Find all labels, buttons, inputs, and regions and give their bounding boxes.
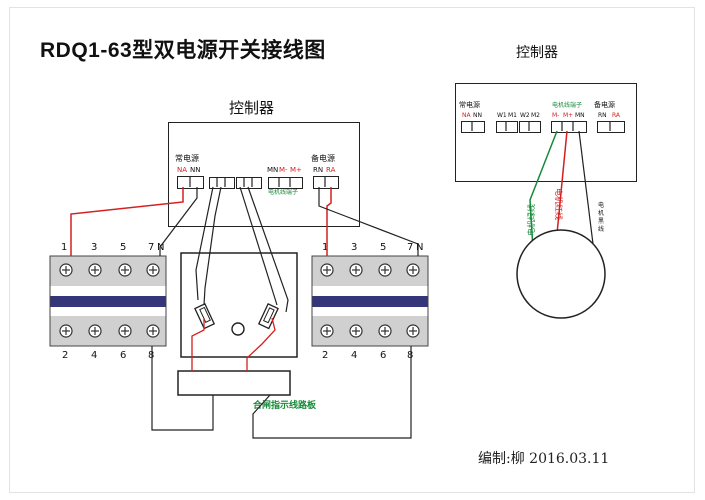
right-w-terminal-block-2 — [519, 121, 541, 133]
diagram-title: RDQ1-63型双电源开关接线图 — [40, 39, 326, 62]
right-main-power-terminal — [461, 121, 485, 133]
footer-signature: 编制:柳 2016.03.11 — [478, 451, 610, 467]
breaker-left-bottom-8: 8 — [148, 350, 155, 361]
right-na-label: NA — [462, 112, 471, 119]
breaker-right-top-3: 3 — [351, 242, 358, 253]
right-w-terminal-block-1 — [496, 121, 518, 133]
breaker-right-bottom-8: 8 — [407, 350, 414, 361]
switch-backup-label: (2备用) — [257, 344, 285, 353]
left-main-power-label: 常电源 — [175, 154, 199, 163]
left-backup-power-label: 备电源 — [311, 154, 335, 163]
breaker-left-top-1: 1 — [61, 242, 68, 253]
breaker-left-top-5: 5 — [120, 242, 127, 253]
right-m-minus-label: M- — [552, 112, 560, 119]
left-ra-label: RA — [326, 166, 336, 174]
right-rn-label: RN — [598, 112, 607, 119]
wire-label-black: 电机黑线 — [598, 202, 605, 233]
right-backup-power-label: 备电源 — [594, 101, 615, 109]
breaker-right-top-5: 5 — [380, 242, 387, 253]
breaker-right-top-n: N — [416, 242, 424, 253]
indicator-terminal-3: 3 — [241, 381, 248, 394]
right-controller-title: 控制器 — [516, 45, 558, 61]
right-mn-label: MN — [575, 112, 585, 119]
breaker-left-top-n: N — [157, 242, 165, 253]
right-m1-label: M1 — [508, 112, 517, 119]
left-motor-terminal-block — [268, 177, 303, 189]
right-nn-label: NN — [473, 112, 482, 119]
indicator-terminal-1: 1 — [188, 381, 195, 394]
right-w2-label: W2 — [520, 112, 530, 119]
left-m-minus-label: M- — [279, 166, 288, 174]
indicator-terminal-2: 2 — [217, 381, 224, 394]
indicator-terminal-4: 4 — [267, 381, 274, 394]
breaker-left-bottom-2: 2 — [62, 350, 69, 361]
right-motor-terminal-block — [551, 121, 587, 133]
wire-label-red: 电机红线 — [554, 188, 563, 220]
right-backup-power-terminal — [597, 121, 625, 133]
left-mn-label: MN — [267, 166, 279, 174]
wire-label-green: 电机绿线 — [527, 204, 536, 236]
left-m-plus-label: M+ — [290, 166, 302, 174]
breaker-left-bottom-6: 6 — [120, 350, 127, 361]
right-main-power-label: 常电源 — [459, 101, 480, 109]
drawing-frame — [9, 7, 695, 493]
left-switch-terminal-block-1 — [209, 177, 235, 189]
left-rn-label: RN — [313, 166, 324, 174]
indicator-board-label: 合闸指示线路板 — [253, 401, 317, 411]
breaker-right-bottom-4: 4 — [351, 350, 358, 361]
right-motor-terminal-label: 电机线端子 — [552, 102, 583, 109]
breaker-right-bottom-2: 2 — [322, 350, 329, 361]
breaker-left-top-7: 7 — [148, 242, 155, 253]
switch-main-label: (1常用) — [201, 344, 229, 353]
left-backup-power-terminal — [313, 176, 339, 189]
left-controller-title: 控制器 — [229, 99, 275, 117]
breaker-right-top-1: 1 — [322, 242, 329, 253]
breaker-right-top-7: 7 — [407, 242, 414, 253]
breaker-left-bottom-4: 4 — [91, 350, 98, 361]
breaker-right-bottom-6: 6 — [380, 350, 387, 361]
right-ra-label: RA — [612, 112, 621, 119]
motor-voltage-label: m~220v — [530, 259, 586, 274]
left-nn-label: NN — [190, 166, 201, 174]
breaker-left-top-3: 3 — [91, 242, 98, 253]
right-m2-label: M2 — [531, 112, 540, 119]
left-controller-box — [168, 122, 360, 227]
left-main-power-terminal — [177, 176, 204, 189]
left-na-label: NA — [177, 166, 188, 174]
right-m-plus-label: M+ — [563, 112, 574, 119]
left-motor-terminal-label: 电机线端子 — [268, 189, 299, 196]
motor-name-label: 电机 — [543, 278, 570, 293]
right-w1-label: W1 — [497, 112, 507, 119]
left-switch-terminal-block-2 — [236, 177, 262, 189]
